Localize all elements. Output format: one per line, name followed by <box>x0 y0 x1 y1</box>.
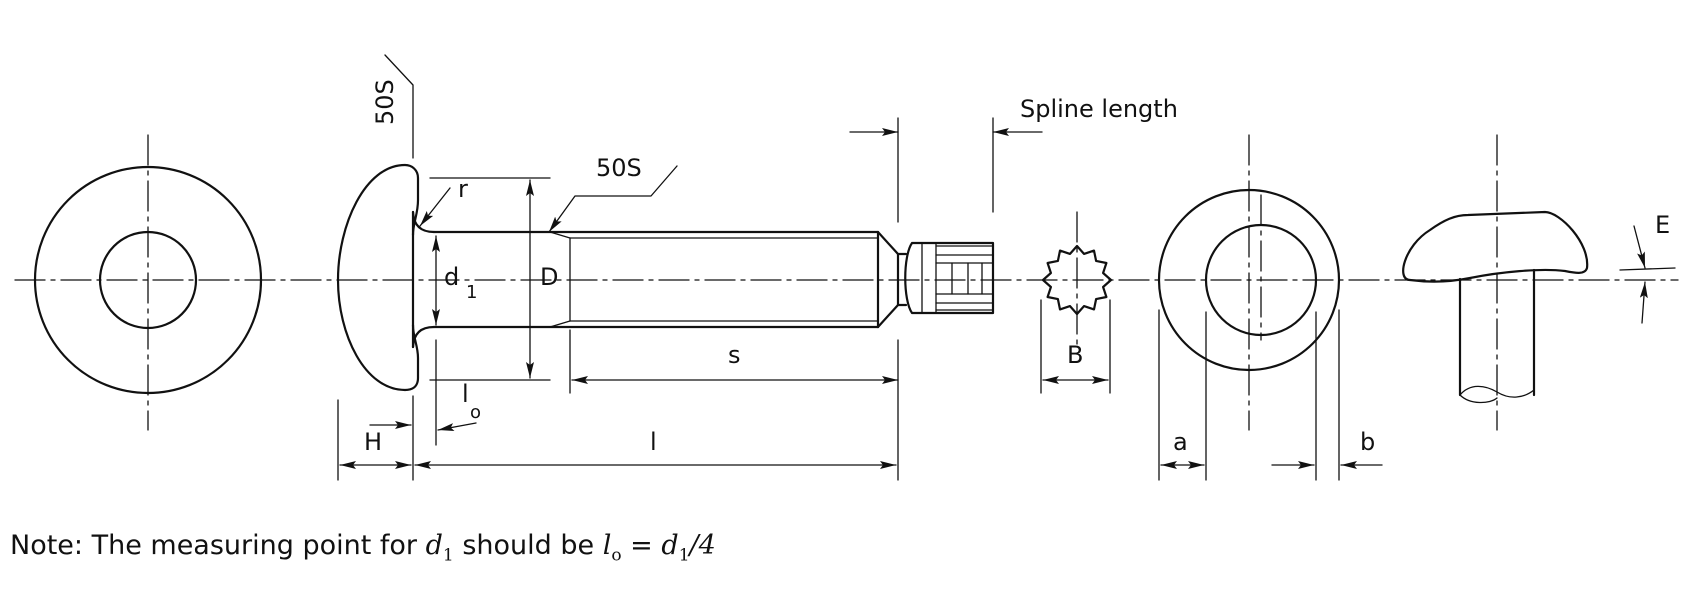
label-lo: l <box>462 380 469 408</box>
measurement-note: Note: The measuring point for d1 should … <box>10 530 716 565</box>
dim-l: l <box>414 339 899 481</box>
E-ext <box>1619 267 1676 271</box>
dim-d1: d 1 <box>432 235 477 326</box>
dim-r: r <box>419 175 468 227</box>
label-d1-sub: 1 <box>466 282 477 303</box>
label-D: D <box>540 263 558 291</box>
dim-D: D <box>429 177 558 381</box>
note-middle: should be <box>453 530 603 561</box>
note-l-sub: o <box>611 545 622 566</box>
label-d1: d <box>444 263 459 291</box>
neck-top <box>876 230 908 256</box>
note-equals: = <box>621 530 662 561</box>
bolt-head <box>336 163 420 392</box>
neck-bottom <box>876 303 908 329</box>
thread-start-bottom <box>549 320 571 328</box>
finish-mark-vertical <box>384 54 414 159</box>
note-suffix: /4 <box>689 530 716 561</box>
note-d-symbol: d <box>425 530 443 561</box>
label-a: a <box>1173 428 1188 456</box>
label-lo-sub: o <box>470 402 481 423</box>
E-arrow-bottom <box>1639 281 1648 324</box>
note-l-symbol: l <box>602 530 612 561</box>
label-r: r <box>458 175 468 203</box>
break-line-lower <box>1459 394 1498 404</box>
note-d2-symbol: d <box>661 530 679 561</box>
label-50s-vertical: 50S <box>371 79 399 125</box>
head-profile-view: E <box>1402 134 1676 431</box>
surface-finish-vertical: 50S <box>371 54 414 159</box>
label-E: E <box>1655 211 1670 239</box>
label-50s-shank: 50S <box>596 154 642 182</box>
r-leader <box>419 187 451 227</box>
finish-mark-shank <box>548 165 678 233</box>
label-H: H <box>364 428 382 456</box>
eccentric-view: a b <box>1157 134 1383 481</box>
dim-s: s <box>569 329 899 394</box>
dim-spline-length: Spline length <box>849 95 1178 223</box>
label-s: s <box>728 341 741 369</box>
note-d2-sub: 1 <box>678 545 690 566</box>
label-b: b <box>1360 428 1375 456</box>
note-d-sub: 1 <box>442 545 454 566</box>
label-spline-length: Spline length <box>1020 95 1178 123</box>
thread-start-top <box>549 231 571 239</box>
lo-arrow <box>437 422 477 432</box>
surface-finish-shank: 50S <box>548 154 678 233</box>
end-view-head <box>33 134 263 431</box>
bolt-side-view <box>336 163 995 392</box>
head-profile <box>1402 210 1589 283</box>
dim-H: H <box>337 395 414 481</box>
label-B: B <box>1067 341 1083 369</box>
E-arrow-top <box>1633 225 1646 269</box>
spline-tip <box>904 241 995 315</box>
label-l: l <box>650 428 657 456</box>
note-prefix: Note: The measuring point for <box>10 530 426 561</box>
dim-lo: l o <box>435 339 481 446</box>
spline-section: B <box>1040 211 1113 394</box>
